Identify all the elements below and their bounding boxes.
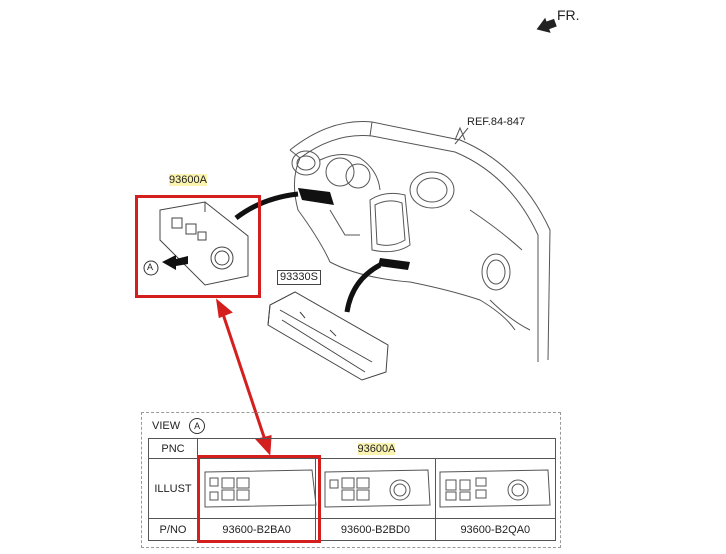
pnc-row: PNC 93600A xyxy=(148,438,556,459)
ref-label: REF.84-847 xyxy=(467,116,526,128)
pnc-value-cell: 93600A xyxy=(197,438,556,459)
part-number-2[interactable]: 93600-B2BD0 xyxy=(315,518,436,541)
illust-cell-2 xyxy=(315,458,436,519)
direction-label: FR. xyxy=(557,7,580,23)
switch-assembly-illustration xyxy=(159,201,249,286)
illust-row: ILLUST xyxy=(148,458,557,519)
view-arrow-icon xyxy=(162,255,188,270)
front-arrow-icon xyxy=(536,17,557,33)
row-header-illust: ILLUST xyxy=(148,458,198,519)
view-title: VIEW A xyxy=(152,418,206,434)
view-a-marker: A xyxy=(147,262,154,272)
part-number-1[interactable]: 93600-B2BA0 xyxy=(196,518,317,541)
dashboard-outline xyxy=(289,121,551,362)
row-header-pno: P/NO xyxy=(148,518,198,541)
dash-switch-slot xyxy=(298,188,334,205)
ref-leader xyxy=(454,127,469,145)
dash-lower-slot xyxy=(378,258,410,270)
view-circle-marker: A xyxy=(189,418,206,434)
lower-module-illustration xyxy=(267,291,389,381)
switch-assembly-highlight xyxy=(135,195,261,298)
lower-module-callout[interactable]: 93330S xyxy=(277,270,321,285)
switch-pnc-callout[interactable]: 93600A xyxy=(169,174,207,186)
row-header-pnc: PNC xyxy=(148,438,198,459)
leader-switch xyxy=(234,191,299,220)
illust-cell-3 xyxy=(434,458,557,519)
selected-part-highlight xyxy=(197,455,321,543)
part-number-3[interactable]: 93600-B2QA0 xyxy=(434,518,557,541)
view-a-circle xyxy=(143,260,159,276)
view-label: VIEW xyxy=(152,420,181,432)
pnc-value[interactable]: 93600A xyxy=(357,442,396,455)
leader-lower xyxy=(344,262,382,313)
view-a-frame xyxy=(141,412,561,548)
